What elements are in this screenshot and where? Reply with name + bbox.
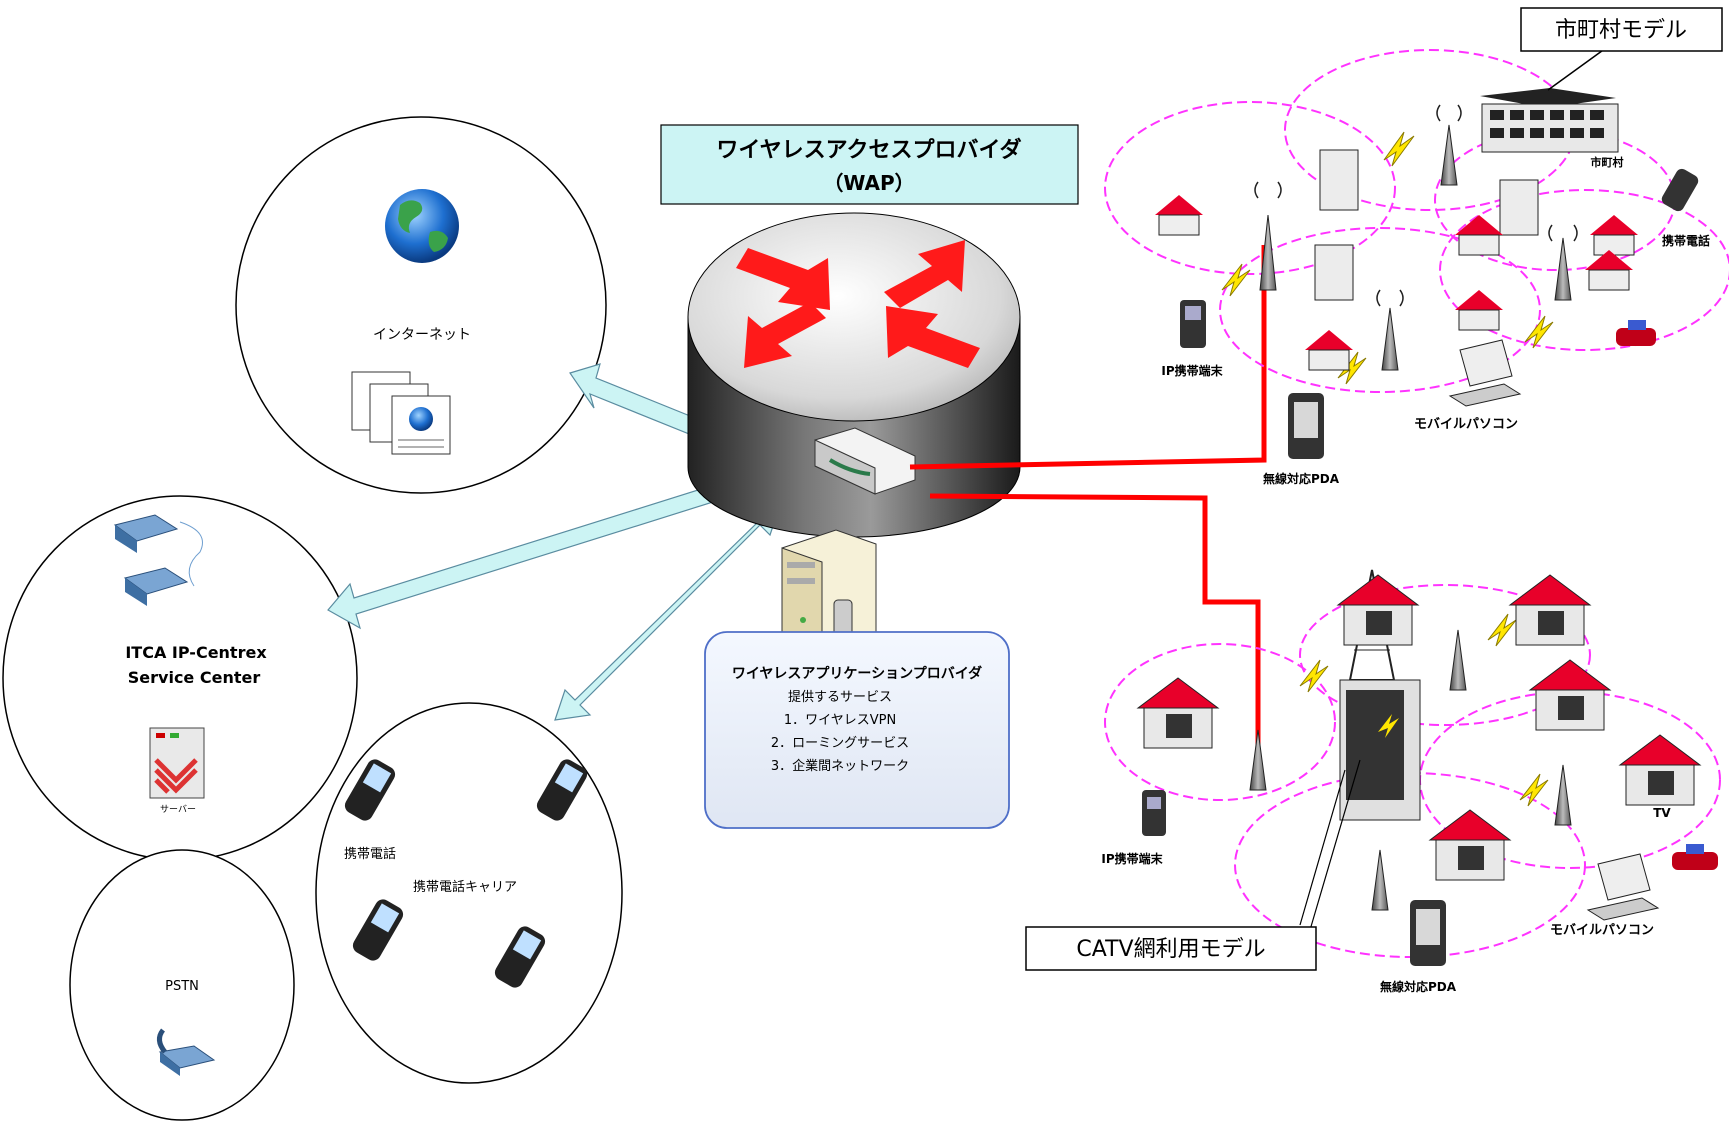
catv-callout-line-1 [1309,759,1361,931]
cell-phone-icon [1661,168,1699,212]
ip-terminal-icon [1142,790,1166,836]
house-icon [1155,195,1638,371]
municipal-model: 市町村 市町村モデル [1104,7,1729,486]
municipal-callout-line [1547,47,1607,91]
wap-title-line1: ワイヤレスアクセスプロバイダ [716,137,1021,163]
municipal-model-label: 市町村モデル [1555,18,1687,43]
internet-label: インターネット [373,327,471,343]
lightning-icon [1299,613,1549,807]
ip-phone-icon [113,514,203,606]
cell-phone-label: 携帯電話 [344,846,396,862]
wasp-title: ワイヤレスアプリケーションプロバイダ [732,665,982,682]
catv-model: CATV網利用モデル TV IP携帯端末 モバイルパソコン 無線対応PDA [1025,569,1721,994]
pda-icon [1288,393,1324,459]
catv-callout-line-2 [1299,769,1346,926]
wap-links [327,363,781,721]
modem-icon [814,427,916,495]
laptop-icon [1586,853,1660,921]
routing-arrows-icon [736,240,980,368]
server-icon [149,727,205,799]
wasp-service-2: 2．ローミングサービス [771,736,909,751]
itca-label-line1: ITCA IP-Centrex [125,643,267,662]
wasp-service-1: 1．ワイヤレスVPN [784,713,896,728]
catv-model-label: CATV網利用モデル [1076,937,1265,962]
wap-router [687,212,1021,538]
municipal-mobile-pc-label: モバイルパソコン [1414,417,1518,432]
cell-tower-icon [1259,124,1572,371]
car-icon [1616,320,1656,346]
pstn-cloud: PSTN [69,849,295,1121]
municipal-ip-terminal-label: IP携帯端末 [1161,363,1223,378]
cell-tower-icon [1249,629,1572,911]
itca-label-line2: Service Center [128,668,261,687]
tv-house-icon [1136,574,1702,881]
carrier-cloud: 携帯電話 携帯電話キャリア [315,702,623,1084]
laptop-icon [1448,339,1522,407]
wasp-services-title: 提供するサービス [788,689,892,705]
wap-title-box [660,124,1079,205]
wap-title-line2: （WAP） [823,171,914,195]
car-icon [1672,844,1718,870]
internet-cloud: インターネット [235,116,607,494]
lightning-icon [1221,131,1554,385]
cell-phone-icon [352,899,404,961]
catv-tv-label: TV [1653,806,1671,820]
pstn-label: PSTN [165,979,199,994]
catv-model-box [1025,926,1317,971]
wasp-info-box [704,631,1010,829]
server-label: サーバー [160,804,196,815]
catv-pda-label: 無線対応PDA [1380,979,1457,994]
web-pages-icon [351,371,451,455]
ip-terminal-icon [1180,300,1206,348]
cell-phone-icon [536,759,588,821]
wireless-signal-icon [1254,104,1578,307]
globe-icon [385,189,459,263]
telephone-icon [157,1028,216,1076]
municipal-cell-phone-label: 携帯電話 [1662,233,1710,248]
catv-ip-terminal-label: IP携帯端末 [1101,851,1163,866]
catv-mobile-pc-label: モバイルパソコン [1550,923,1654,938]
municipal-model-box [1520,7,1723,52]
town-hall-icon [1480,88,1619,153]
pda-icon [1410,900,1446,966]
municipal-pda-label: 無線対応PDA [1263,471,1340,486]
building-icon [1314,149,1539,301]
itca-cloud: ITCA IP-Centrex Service Center サーバー [2,495,358,861]
cell-phone-icon [344,759,396,821]
town-hall-label: 市町村 [1591,155,1624,169]
cell-phone-icon [494,926,546,988]
wasp-service-3: 3．企業間ネットワーク [771,758,909,774]
link-to-catv [929,493,1261,748]
link-to-municipal [909,245,1267,470]
red-links [909,245,1267,748]
carrier-label: 携帯電話キャリア [413,879,517,895]
